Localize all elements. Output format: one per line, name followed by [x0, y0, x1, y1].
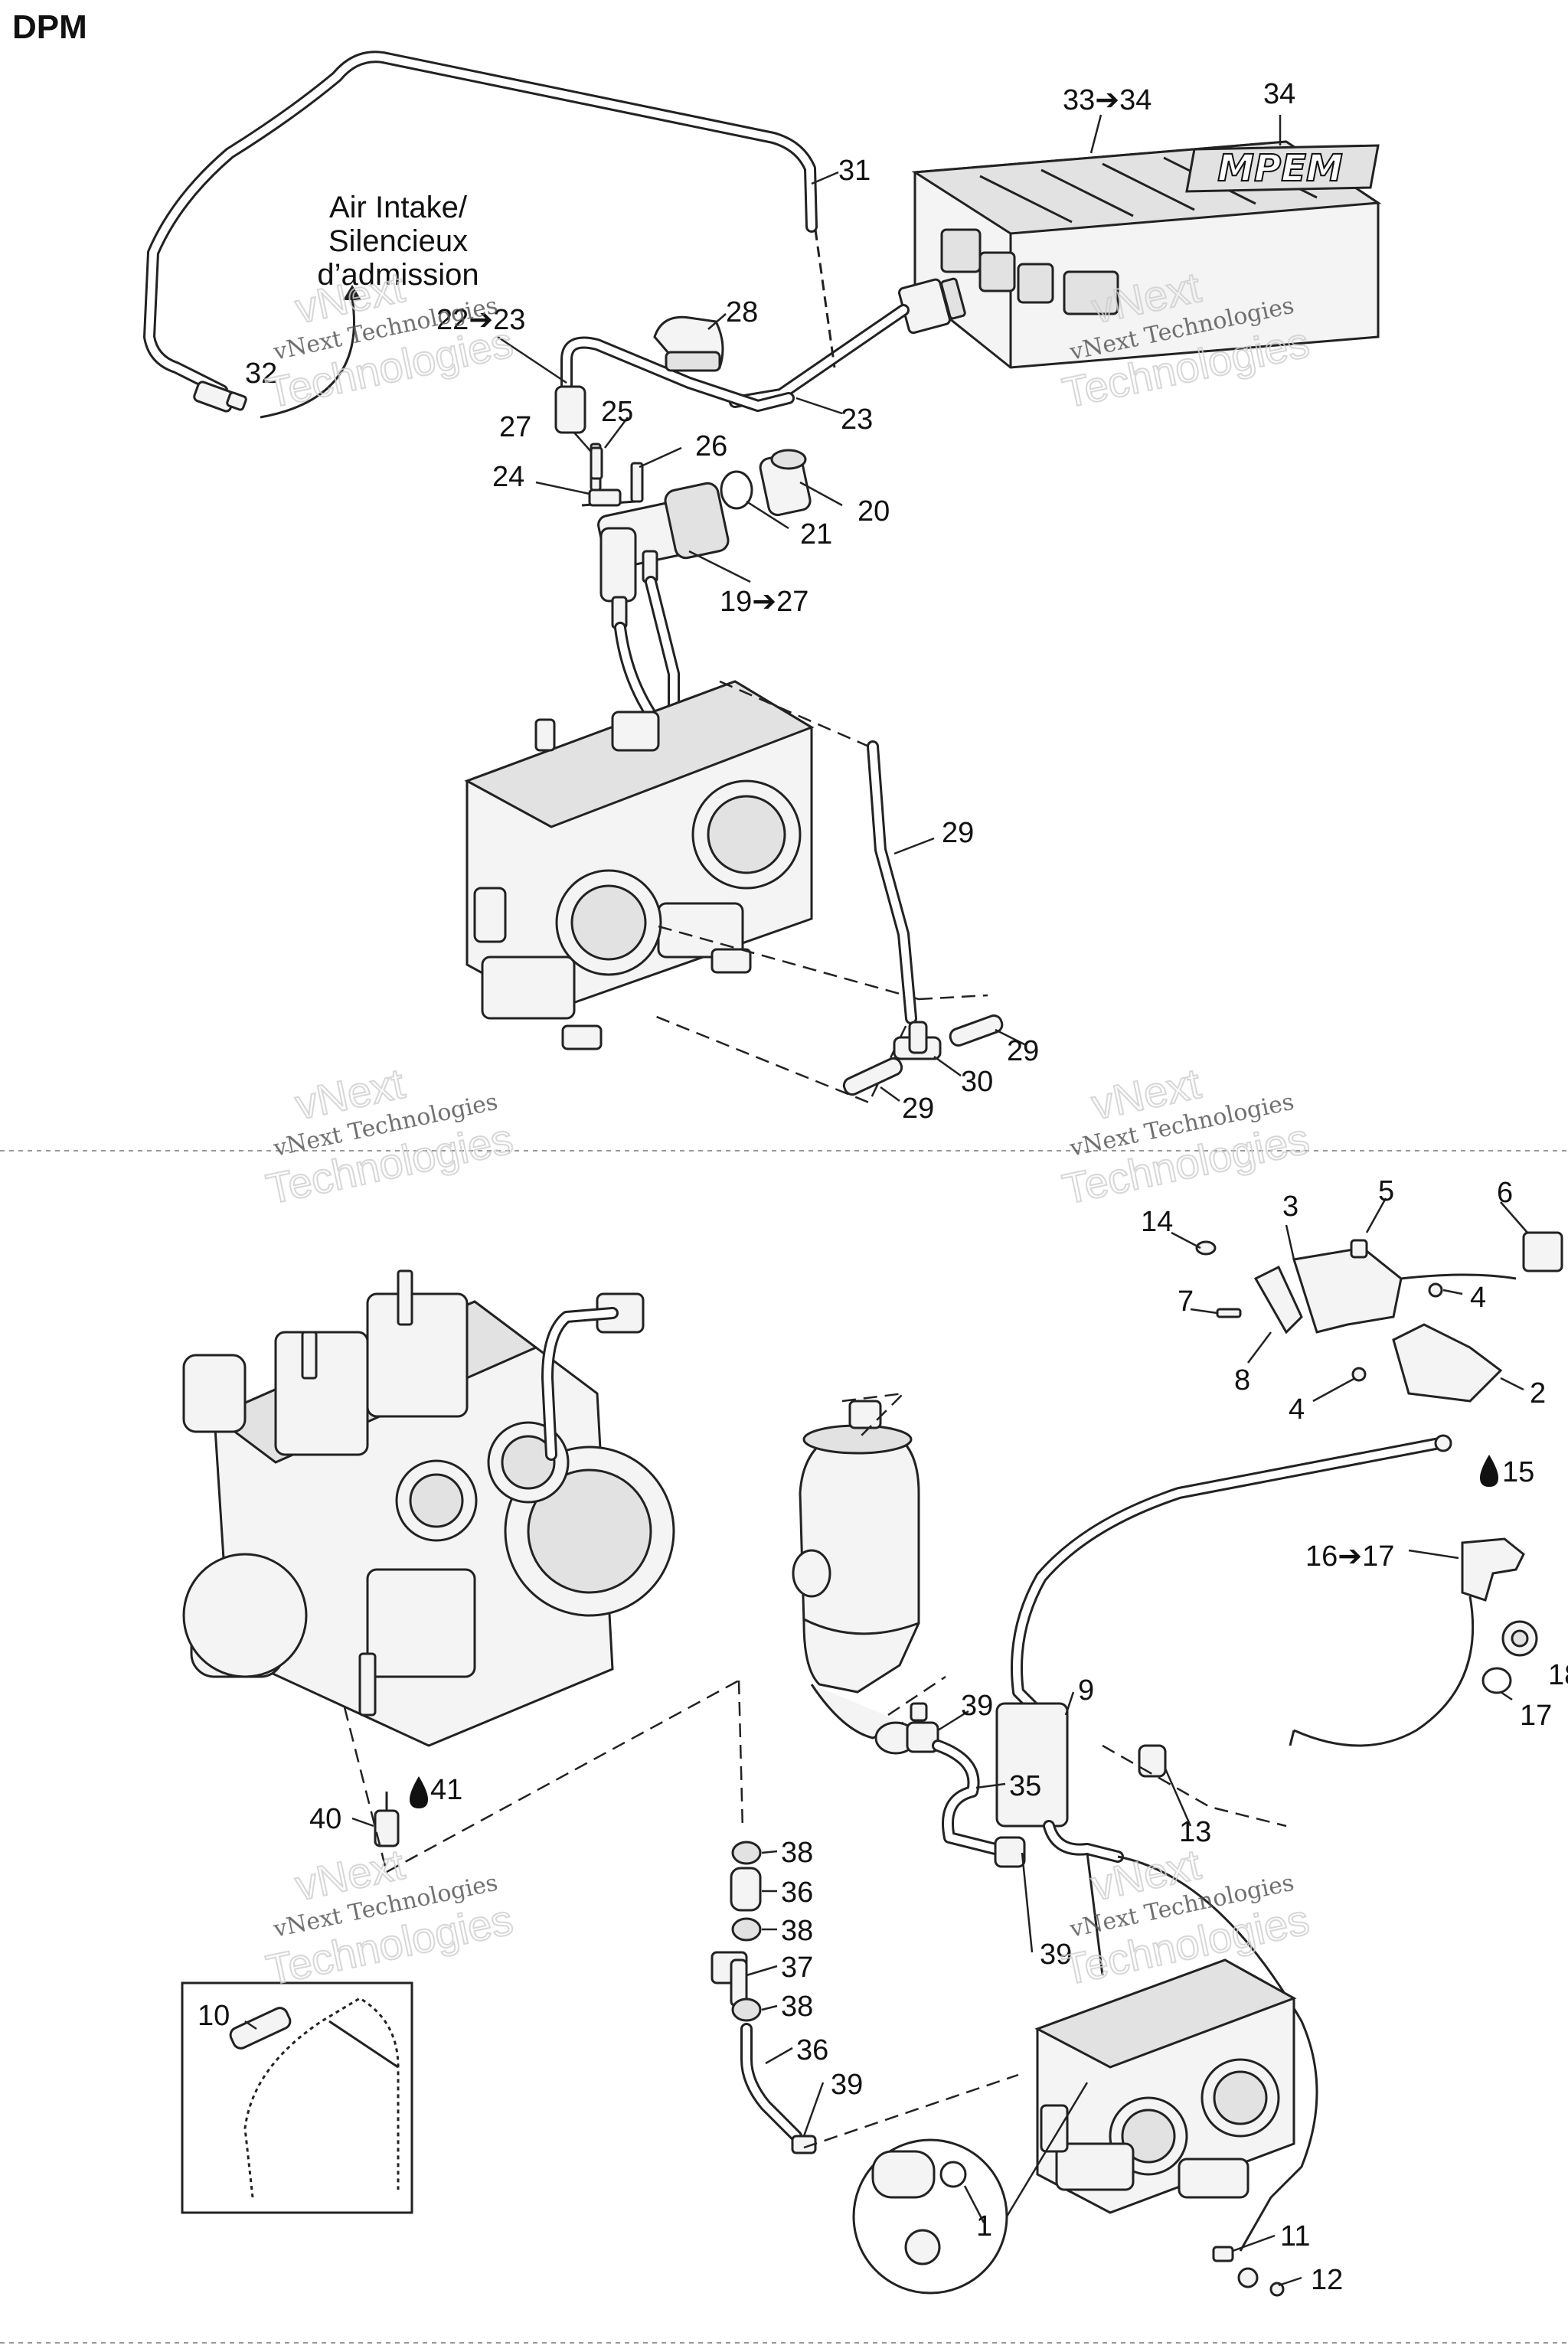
- callout-30: 30: [961, 1066, 993, 1098]
- callout-9: 9: [1078, 1674, 1094, 1707]
- engine-assembly: [182, 1269, 675, 1747]
- callout-34: 34: [1263, 78, 1295, 110]
- callout-19: 19➔27: [720, 586, 808, 618]
- screw-25: [590, 446, 603, 480]
- callout-36b: 36: [796, 2034, 828, 2066]
- hose-29-left: [842, 1057, 903, 1096]
- watermark-5: vNext vNext Technologies Technologies: [261, 1839, 518, 1995]
- callout-31: 31: [838, 155, 871, 187]
- callout-25: 25: [601, 396, 633, 428]
- callout-3: 3: [1282, 1191, 1298, 1223]
- callout-33: 33➔34: [1063, 84, 1152, 116]
- inset-box-10: [181, 1981, 413, 2214]
- bottom-section: [181, 1197, 1563, 2297]
- cable-end-15: [1434, 1434, 1452, 1452]
- callout-11: 11: [1280, 2220, 1310, 2252]
- callout-38a: 38: [781, 1837, 813, 1869]
- callout-16: 16➔17: [1305, 1540, 1394, 1573]
- nut-12: [1237, 2267, 1259, 2288]
- callout-41: 41: [430, 1774, 462, 1806]
- carburetor-assembly-top: [464, 680, 815, 1050]
- hose-35: [906, 1721, 1026, 1868]
- callout-32: 32: [245, 358, 277, 390]
- callout-39b: 39: [961, 1690, 993, 1722]
- callout-4b: 4: [1289, 1393, 1305, 1426]
- check-valve-chain: [710, 1841, 817, 2154]
- callout-1: 1: [976, 2210, 992, 2243]
- oil-tank: [792, 1400, 928, 1755]
- top-section: Air Intake/ Silencieux d’admission MPEM: [143, 51, 1382, 1104]
- bracket-11: [1212, 2246, 1234, 2262]
- callout-39c: 39: [1040, 1939, 1072, 1971]
- callout-27: 27: [499, 411, 531, 443]
- callout-23: 23: [841, 403, 873, 436]
- detail-circle-1: [852, 2138, 1008, 2295]
- mpem-decal: MPEM: [1185, 144, 1380, 193]
- callout-29a: 29: [942, 817, 974, 849]
- callout-39a: 39: [831, 2069, 863, 2101]
- callout-26: 26: [695, 430, 727, 462]
- callout-24: 24: [492, 461, 524, 493]
- cap-20: [759, 449, 812, 517]
- callout-7: 7: [1178, 1285, 1194, 1318]
- hose-29-right: [949, 1014, 1004, 1047]
- throttle-lever-16: [1289, 1537, 1525, 1747]
- callout-5: 5: [1378, 1175, 1394, 1207]
- callout-38b: 38: [781, 1915, 813, 1947]
- callout-37: 37: [781, 1952, 813, 1984]
- cable-junction-9: [995, 1702, 1069, 1828]
- watermark-4: vNext vNext Technologies Technologies: [1057, 1058, 1314, 1214]
- clip-28: [653, 315, 724, 372]
- watermark-3: vNext vNext Technologies Technologies: [261, 1058, 518, 1214]
- callout-36a: 36: [781, 1877, 813, 1909]
- annotation-line-2: Silencieux: [328, 224, 468, 258]
- callout-21: 21: [800, 518, 832, 550]
- oil-drop-icon: [410, 1776, 428, 1808]
- callout-15: 15: [1502, 1456, 1534, 1488]
- callout-38c: 38: [781, 1991, 813, 2023]
- callout-8: 8: [1234, 1364, 1250, 1396]
- callout-14: 14: [1141, 1206, 1173, 1238]
- annotation-line-1: Air Intake/: [329, 191, 468, 224]
- callout-17: 17: [1520, 1700, 1552, 1732]
- mpem-logo-text: MPEM: [1217, 147, 1343, 190]
- o-ring-21: [720, 470, 753, 510]
- callout-20: 20: [858, 495, 890, 528]
- sensor-22: [554, 385, 586, 434]
- callout-22: 22➔23: [436, 304, 525, 336]
- washer-17: [1481, 1667, 1512, 1694]
- fitting-40: [374, 1792, 400, 1847]
- clip-13: [1138, 1744, 1167, 1778]
- dash-carb-to-hose: [719, 680, 870, 748]
- hose-fitting-32: [193, 381, 247, 413]
- callout-2: 2: [1530, 1377, 1546, 1410]
- callout-10: 10: [198, 2000, 230, 2032]
- annotation-arrow: [260, 298, 355, 419]
- grease-drop-icon: [1480, 1455, 1498, 1487]
- harness-connector: [898, 277, 966, 335]
- dash-31: [814, 229, 836, 368]
- callout-29b: 29: [1007, 1035, 1039, 1067]
- callout-40: 40: [309, 1803, 341, 1835]
- callout-29c: 29: [902, 1093, 934, 1125]
- callout-6: 6: [1497, 1177, 1513, 1209]
- diagram-title: DPM: [12, 8, 87, 46]
- callout-13: 13: [1179, 1816, 1211, 1848]
- arrow-head-icon: [343, 285, 361, 300]
- annotation-line-3: d’admission: [317, 258, 479, 292]
- callout-18: 18: [1548, 1659, 1568, 1691]
- air-intake-hose: [143, 51, 818, 397]
- carburetor-assembly-bottom: [1034, 1958, 1297, 2214]
- throttle-sensor-group: [1195, 1231, 1563, 1403]
- callout-labels: 31 33➔34 34 28 22➔23 23 32 25 27 26 24 2…: [198, 78, 1568, 2296]
- callout-4a: 4: [1470, 1282, 1486, 1314]
- tee-fitting-30: [893, 1021, 942, 1060]
- callout-28: 28: [726, 296, 758, 328]
- callout-35: 35: [1009, 1770, 1041, 1802]
- callout-12: 12: [1311, 2264, 1343, 2296]
